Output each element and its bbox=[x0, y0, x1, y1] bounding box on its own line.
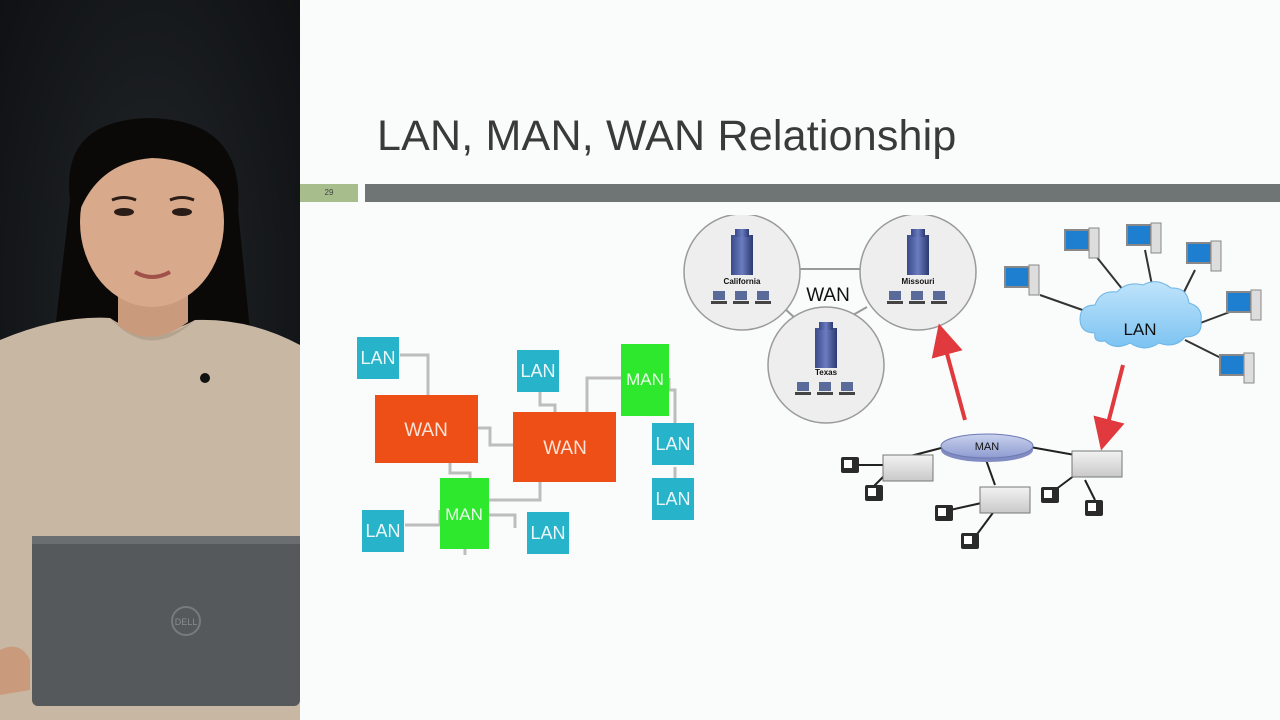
lan-label: LAN bbox=[530, 523, 565, 543]
slide-title: LAN, MAN, WAN Relationship bbox=[377, 112, 957, 160]
wan-label: WAN bbox=[543, 438, 587, 459]
lan-box: LAN bbox=[527, 512, 569, 554]
workstation-screen bbox=[844, 460, 1096, 544]
wan-label: WAN bbox=[404, 420, 448, 441]
building-icon bbox=[815, 328, 837, 368]
title-underline-bar bbox=[365, 184, 1280, 202]
lan-box: LAN bbox=[357, 337, 399, 379]
site-label: Missouri bbox=[902, 277, 935, 286]
site-label: Texas bbox=[815, 368, 838, 377]
lan-label: LAN bbox=[365, 521, 400, 541]
presentation-slide: LAN, MAN, WAN Relationship 29 LAN LAN bbox=[300, 0, 1280, 720]
lan-label: LAN bbox=[655, 489, 690, 509]
lan-box: LAN bbox=[362, 510, 404, 552]
lan-label: LAN bbox=[520, 361, 555, 381]
computer-icon bbox=[795, 382, 855, 395]
man-label: MAN bbox=[626, 370, 664, 389]
computer-icon bbox=[887, 291, 947, 304]
building-icon bbox=[731, 235, 753, 275]
arrow-lan-to-man bbox=[1093, 364, 1125, 451]
site-texas: Texas bbox=[767, 306, 885, 424]
man-ring: MAN bbox=[940, 433, 1034, 462]
presenter-video: DELL bbox=[0, 0, 300, 720]
wan-title-label: WAN bbox=[806, 285, 850, 306]
arrow-man-to-wan bbox=[931, 323, 967, 421]
presenter-illustration: DELL bbox=[0, 0, 300, 720]
site-label: California bbox=[724, 277, 761, 286]
computer-icon bbox=[1004, 222, 1262, 384]
lan-cloud: LAN bbox=[1079, 281, 1202, 349]
site-california: California bbox=[683, 215, 801, 331]
building-icon bbox=[907, 235, 929, 275]
lan-cloud-label: LAN bbox=[1123, 320, 1156, 339]
man-label: MAN bbox=[445, 505, 483, 524]
man-box: MAN bbox=[621, 344, 669, 416]
svg-text:DELL: DELL bbox=[175, 617, 198, 627]
lan-box: LAN bbox=[517, 350, 559, 392]
workstation-icon bbox=[841, 457, 1103, 549]
lan-label: LAN bbox=[655, 434, 690, 454]
server-icon bbox=[882, 450, 1123, 514]
slide-number: 29 bbox=[300, 184, 358, 202]
man-ring-label: MAN bbox=[975, 441, 1000, 453]
wan-box: WAN bbox=[513, 412, 616, 482]
site-missouri: Missouri bbox=[859, 215, 977, 331]
computer-icon bbox=[711, 291, 771, 304]
lan-box: LAN bbox=[652, 423, 694, 465]
man-box: MAN bbox=[440, 478, 489, 549]
lan-label: LAN bbox=[360, 348, 395, 368]
lan-man-wan-block-diagram: LAN LAN LAN LAN LAN LAN WAN WAN bbox=[357, 337, 694, 555]
network-topology-illustration: California Missouri Texas bbox=[683, 215, 1262, 549]
wan-box: WAN bbox=[375, 395, 478, 463]
lan-box: LAN bbox=[652, 478, 694, 520]
